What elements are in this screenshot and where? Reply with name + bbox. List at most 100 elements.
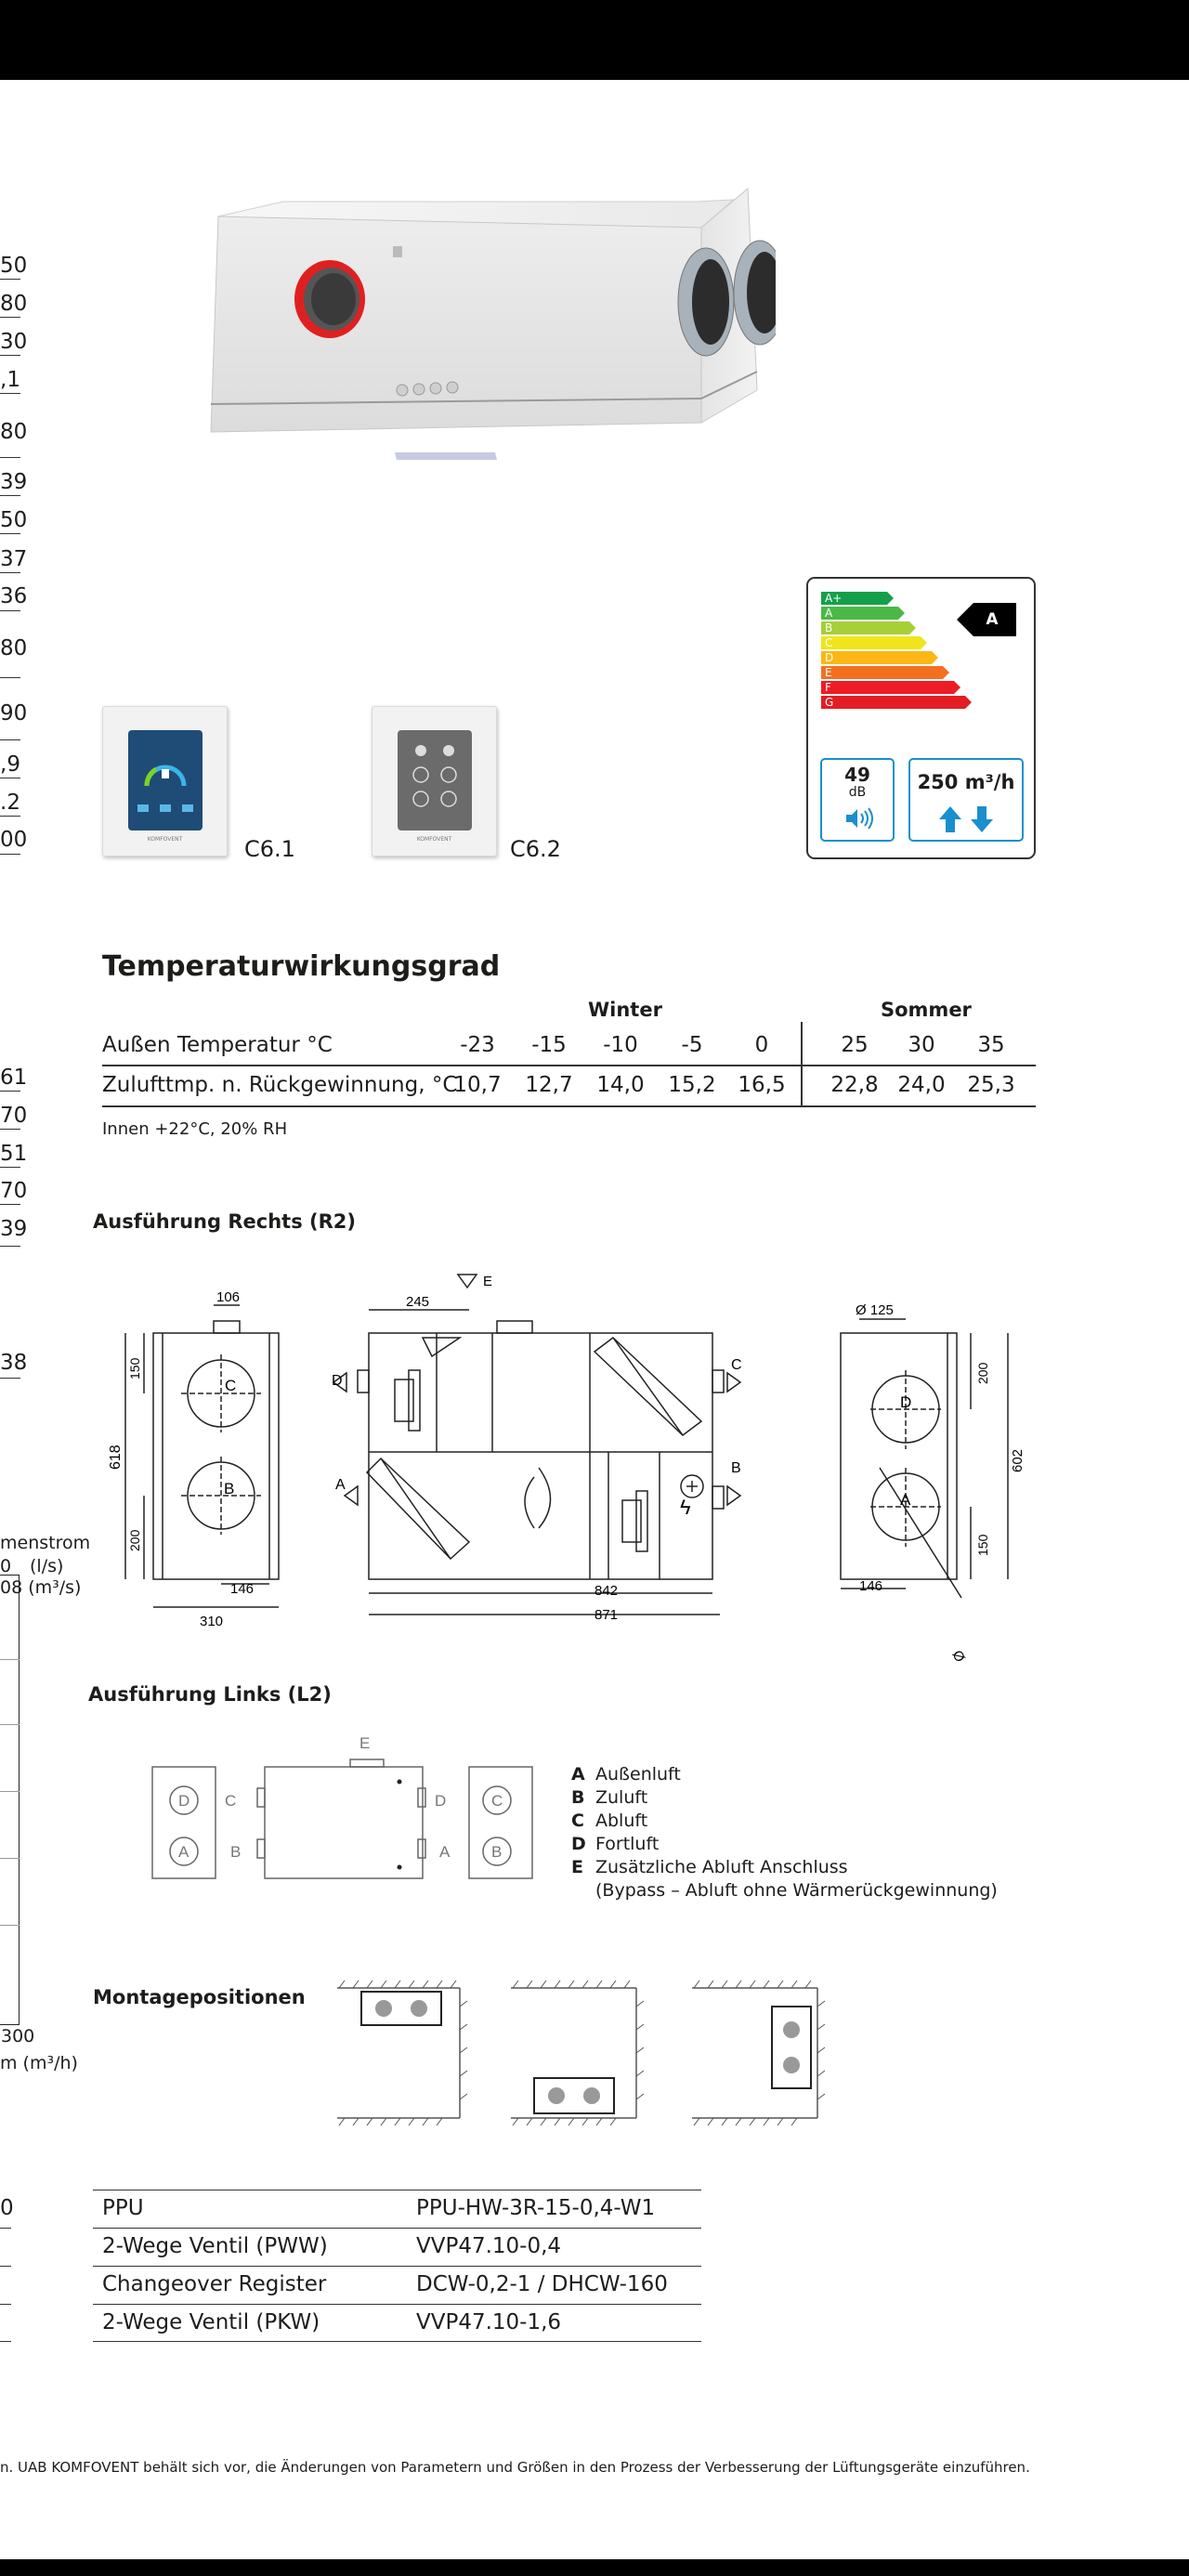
chart-x-end: 300 xyxy=(1,2026,35,2046)
left-value: 36 xyxy=(0,584,28,608)
svg-text:842: 842 xyxy=(594,1583,618,1599)
energy-class-bar: D xyxy=(821,651,938,664)
outside-temp-cell: 30 xyxy=(908,1033,935,1057)
chart-title-fragment: menstrom xyxy=(0,1533,91,1553)
technical-drawing-l2: D A C B D A C B E xyxy=(151,1734,533,1879)
summer-header: Sommer xyxy=(881,999,972,1021)
supply-temp-cell: 22,8 xyxy=(830,1073,879,1097)
svg-text:A: A xyxy=(439,1843,451,1861)
energy-class-bar: F xyxy=(821,681,960,694)
left-value: 70 xyxy=(0,1104,28,1128)
svg-text:B: B xyxy=(731,1460,741,1476)
svg-text:200: 200 xyxy=(975,1362,990,1384)
svg-text:ϟ: ϟ xyxy=(680,1496,691,1519)
left-value: 0 xyxy=(0,2196,14,2220)
left-value: .2 xyxy=(0,791,20,815)
legend-item: (Bypass – Abluft ohne Wärmerückgewinnung… xyxy=(595,1880,998,1901)
controller-brand: KOMFOVENT xyxy=(416,836,452,843)
noise-box: 49 dB xyxy=(820,758,895,842)
svg-text:871: 871 xyxy=(594,1607,618,1623)
winter-header: Winter xyxy=(588,999,662,1021)
controller-c6-1-label: C6.1 xyxy=(244,836,295,862)
svg-text:106: 106 xyxy=(216,1289,240,1305)
outside-temp-cell: -23 xyxy=(460,1033,495,1057)
svg-text:200: 200 xyxy=(127,1529,142,1551)
svg-text:150: 150 xyxy=(975,1534,990,1556)
left-value: 50 xyxy=(0,254,28,278)
controller-c6-2: KOMFOVENT xyxy=(372,706,497,856)
energy-rating-arrow: A xyxy=(957,603,1016,636)
left-value: 37 xyxy=(0,547,28,571)
bottom-bar xyxy=(0,2559,1189,2576)
svg-text:B: B xyxy=(491,1843,502,1861)
left-value: 90 xyxy=(0,701,28,726)
chart-x-unit: m (m³/h) xyxy=(0,2053,78,2073)
airflow-arrows-icon xyxy=(939,806,993,832)
chart-value-fragment: 08 (m³/s) xyxy=(0,1577,82,1598)
svg-text:E: E xyxy=(359,1734,370,1752)
svg-text:B: B xyxy=(230,1843,241,1861)
chart-unit-fragment: (l/s) xyxy=(30,1556,64,1576)
energy-class-bar: B xyxy=(821,621,916,634)
drawing-l2-title: Ausführung Links (L2) xyxy=(88,1683,332,1706)
svg-text:310: 310 xyxy=(200,1614,223,1629)
left-value: 00 xyxy=(0,828,28,852)
supply-temp-cell: 12,7 xyxy=(525,1073,573,1097)
energy-class-bar: E xyxy=(821,666,949,679)
outside-temp-cell: 0 xyxy=(754,1033,769,1057)
top-bar xyxy=(0,0,1189,80)
left-value: 61 xyxy=(0,1066,28,1090)
supply-temp-cell: 10,7 xyxy=(453,1073,502,1097)
svg-text:C: C xyxy=(491,1792,503,1810)
outside-temp-cell: -5 xyxy=(681,1033,703,1057)
energy-class-bar: C xyxy=(821,636,927,649)
controller-screen xyxy=(128,730,203,830)
svg-text:E: E xyxy=(483,1274,492,1289)
chart-fragment xyxy=(0,1575,20,2025)
supply-temp-cell: 15,2 xyxy=(668,1073,716,1097)
mounting-positions-diagram xyxy=(337,1980,826,2126)
outside-temp-cell: 25 xyxy=(841,1033,869,1057)
svg-text:A: A xyxy=(900,1491,911,1509)
ventilation-unit-image xyxy=(210,187,776,460)
svg-text:A: A xyxy=(178,1843,189,1861)
technical-drawing-r2: 106 618 150 200 146 310 C B xyxy=(108,1274,1026,1663)
drawing-r2-title: Ausführung Rechts (R2) xyxy=(93,1210,356,1233)
temperature-note: Innen +22°C, 20% RH xyxy=(102,1119,288,1139)
outside-temp-cell: -15 xyxy=(531,1033,567,1057)
supply-temp-cell: 16,5 xyxy=(738,1073,786,1097)
svg-text:C: C xyxy=(731,1357,742,1373)
svg-text:B: B xyxy=(224,1480,234,1497)
supply-temp-cell: 24,0 xyxy=(897,1073,946,1097)
left-value: 51 xyxy=(0,1142,28,1166)
supply-temp-cell: 25,3 xyxy=(967,1073,1015,1097)
svg-text:D: D xyxy=(178,1792,189,1810)
svg-text:146: 146 xyxy=(230,1581,254,1597)
energy-class-bar: A+ xyxy=(821,592,894,605)
energy-label: A+ A B C D E F G A 49 dB 250 m³/h xyxy=(806,577,1036,859)
svg-text:D: D xyxy=(900,1393,911,1411)
svg-text:D: D xyxy=(435,1792,446,1810)
left-value: 38 xyxy=(0,1351,28,1375)
controller-screen xyxy=(398,730,472,830)
temperature-title: Temperaturwirkungsgrad xyxy=(102,950,501,983)
outside-temp-cell: -10 xyxy=(603,1033,638,1057)
svg-text:Ø 125: Ø 125 xyxy=(856,1302,894,1318)
controller-c6-1: KOMFOVENT xyxy=(102,706,228,856)
svg-text:618: 618 xyxy=(108,1445,124,1470)
controller-c6-2-label: C6.2 xyxy=(510,836,561,862)
outside-temp-cell: 35 xyxy=(977,1033,1005,1057)
table-row: 2-Wege Ventil (PWW)VVP47.10-0,4 xyxy=(93,2228,701,2266)
footer-disclaimer: n. UAB KOMFOVENT behält sich vor, die Än… xyxy=(0,2459,1030,2476)
noise-value: 49 xyxy=(844,764,870,786)
svg-text:602: 602 xyxy=(1010,1449,1026,1472)
left-value: 39 xyxy=(0,470,28,494)
svg-text:D: D xyxy=(332,1373,343,1389)
energy-class-bar: G xyxy=(821,696,972,709)
